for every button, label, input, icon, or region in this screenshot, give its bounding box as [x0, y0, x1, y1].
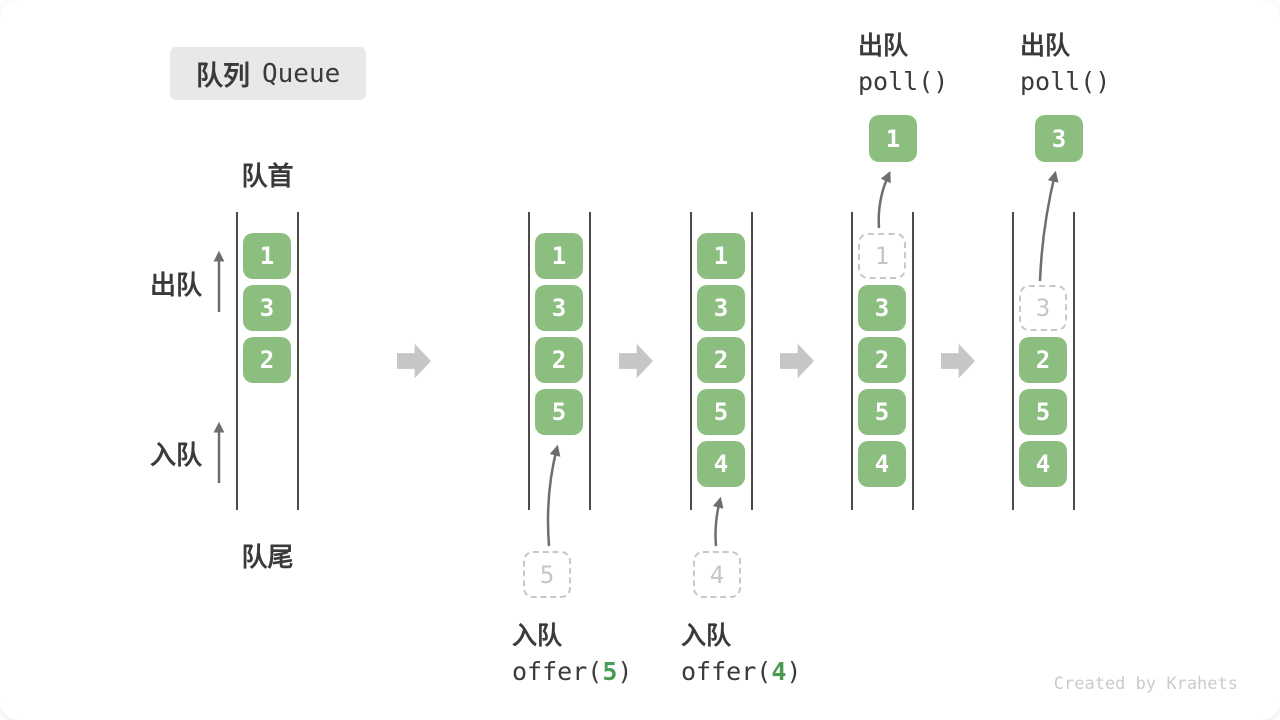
code-prefix: offer(	[681, 657, 772, 686]
title-zh: 队列	[196, 61, 250, 91]
queue-cell: 4	[697, 441, 745, 487]
dequeue-op-label: 出队 poll()	[1020, 28, 1110, 100]
queue-cell: 3	[535, 285, 583, 331]
queue-cell: 3	[697, 285, 745, 331]
queue-cell: 5	[697, 389, 745, 435]
queue-front-label: 队首	[241, 161, 294, 191]
queue-cell: 1	[697, 233, 745, 279]
queue-column-5	[1012, 212, 1075, 510]
enqueue-op-label: 入队 offer(4)	[681, 618, 801, 690]
queue-cell: 2	[1019, 337, 1067, 383]
queue-cell: 3	[243, 285, 291, 331]
step-arrow-icon	[941, 343, 975, 379]
queue-cell: 5	[858, 389, 906, 435]
dequeue-op-code: poll()	[858, 67, 949, 96]
queue-column-3	[690, 212, 753, 510]
enqueue-side-label: 入队	[150, 440, 203, 470]
code-suffix: )	[617, 657, 633, 686]
code-prefix: offer(	[512, 657, 603, 686]
queue-column-2	[528, 212, 591, 510]
step-arrow-icon	[397, 343, 431, 379]
enqueue-op-label: 入队 offer(5)	[512, 618, 632, 690]
watermark: Created by Krahets	[1053, 674, 1238, 694]
queue-cell: 5	[1019, 389, 1067, 435]
dequeue-op-zh: 出队	[1020, 32, 1071, 60]
code-suffix: )	[786, 657, 802, 686]
step-arrow-icon	[780, 343, 814, 379]
popped-cell: 1	[869, 115, 917, 162]
dequeue-op-zh: 出队	[858, 32, 909, 60]
queue-cell: 2	[243, 337, 291, 383]
queue-column-4	[851, 212, 914, 510]
queue-cell: 4	[1019, 441, 1067, 487]
incoming-cell-ghost: 5	[523, 551, 571, 598]
queue-cell: 1	[243, 233, 291, 279]
dequeue-op-label: 出队 poll()	[858, 28, 948, 100]
incoming-cell-ghost: 4	[693, 551, 741, 598]
queue-cell-ghost: 1	[858, 233, 906, 279]
queue-cell: 1	[535, 233, 583, 279]
queue-cell: 2	[535, 337, 583, 383]
enqueue-op-code: offer(5)	[512, 654, 632, 690]
queue-cell-ghost: 3	[1019, 285, 1067, 331]
queue-cell: 5	[535, 389, 583, 435]
queue-cell: 2	[858, 337, 906, 383]
enqueue-op-zh: 入队	[681, 622, 732, 650]
enqueue-op-code: offer(4)	[681, 654, 801, 690]
queue-column-1	[236, 212, 299, 510]
queue-cell: 3	[858, 285, 906, 331]
queue-rear-label: 队尾	[241, 542, 294, 572]
code-arg: 4	[771, 657, 787, 686]
code-arg: 5	[602, 657, 618, 686]
dequeue-side-label: 出队	[150, 270, 203, 300]
popped-cell: 3	[1035, 115, 1083, 162]
enqueue-op-zh: 入队	[512, 622, 563, 650]
diagram-title: 队列 Queue	[170, 47, 367, 100]
dequeue-op-code: poll()	[1020, 67, 1111, 96]
queue-cell: 4	[858, 441, 906, 487]
queue-cell: 2	[697, 337, 745, 383]
step-arrow-icon	[619, 343, 653, 379]
title-en: Queue	[262, 58, 341, 89]
